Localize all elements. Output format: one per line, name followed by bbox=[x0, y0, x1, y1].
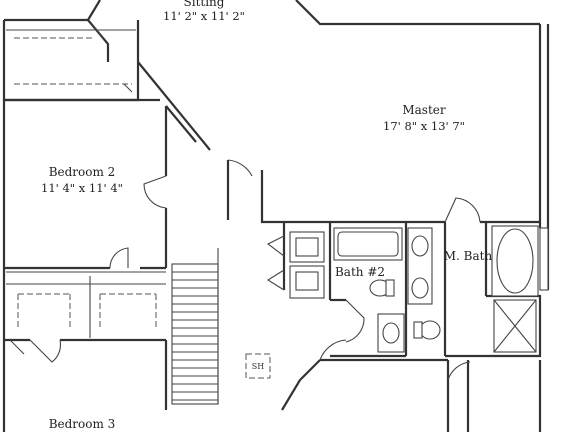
room-label-master: Master bbox=[402, 103, 446, 117]
fixtures bbox=[245, 225, 549, 379]
room-labels: Sitting 11' 2" x 11' 2" Master 17' 8" x … bbox=[41, 0, 492, 431]
toilet-icon bbox=[419, 320, 441, 340]
closets bbox=[6, 23, 166, 355]
room-label-mbath: M. Bath bbox=[444, 249, 493, 263]
doors bbox=[29, 159, 481, 381]
shower-head-symbol bbox=[245, 353, 271, 379]
room-label-sitting: Sitting bbox=[184, 0, 225, 9]
room-dims-bedroom2: 11' 4" x 11' 4" bbox=[41, 181, 123, 195]
room-label-bedroom2: Bedroom 2 bbox=[49, 165, 116, 179]
room-label-bath2: Bath #2 bbox=[335, 265, 385, 279]
stairs bbox=[171, 248, 219, 405]
walls bbox=[2, 0, 550, 432]
shower-head-label: SH bbox=[252, 362, 264, 371]
room-dims-sitting: 11' 2" x 11' 2" bbox=[163, 9, 245, 23]
room-label-bedroom3: Bedroom 3 bbox=[49, 417, 116, 431]
room-dims-master: 17' 8" x 13' 7" bbox=[383, 119, 465, 133]
